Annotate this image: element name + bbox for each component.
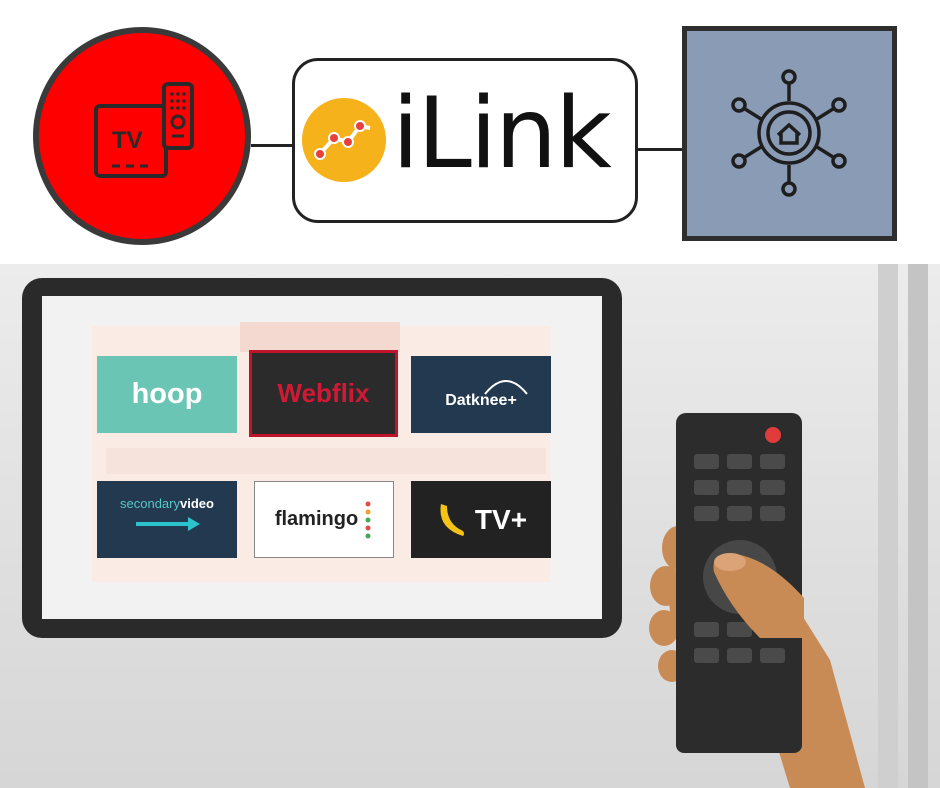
power-button[interactable] bbox=[765, 427, 781, 443]
app-tile-label: TV+ bbox=[474, 503, 528, 535]
app-tile-webflix[interactable]: Webflix bbox=[249, 350, 398, 437]
remote-button[interactable] bbox=[694, 506, 719, 521]
app-tile-label-row: secondaryvideo bbox=[120, 496, 214, 511]
remote-button[interactable] bbox=[760, 454, 785, 469]
remote-button[interactable] bbox=[727, 454, 752, 469]
remote-button[interactable] bbox=[694, 454, 719, 469]
wall-pillar bbox=[908, 264, 928, 788]
remote-button[interactable] bbox=[694, 622, 719, 637]
smart-home-hub-icon bbox=[731, 69, 847, 197]
app-tile-label: Webflix bbox=[277, 378, 370, 408]
thumb bbox=[713, 553, 804, 638]
tv-label: TV bbox=[112, 127, 143, 154]
app-tile-hoop[interactable]: hoop bbox=[97, 356, 237, 433]
dots-decoration-icon bbox=[365, 501, 371, 538]
connector-right bbox=[638, 148, 682, 151]
app-tile-label-part: video bbox=[180, 496, 214, 511]
connector-left bbox=[251, 144, 292, 147]
app-tile-flamingo[interactable]: flamingo bbox=[254, 481, 394, 558]
remote-button[interactable] bbox=[727, 648, 752, 663]
remote-button[interactable] bbox=[727, 506, 752, 521]
remote-button[interactable] bbox=[760, 480, 785, 495]
remote-button[interactable] bbox=[694, 480, 719, 495]
app-tile-label-part: secondary bbox=[120, 496, 180, 511]
wall-pillar bbox=[878, 264, 898, 788]
ilink-logo-icon bbox=[302, 98, 386, 182]
arrow-right-icon bbox=[136, 517, 200, 531]
remote-button[interactable] bbox=[727, 480, 752, 495]
app-tile-datknee[interactable]: Datknee+ bbox=[411, 356, 551, 433]
tv-device-node bbox=[33, 27, 251, 245]
ilink-brand-text: iLink bbox=[392, 77, 612, 191]
app-tile-secondary-video[interactable]: secondaryvideo bbox=[97, 481, 237, 558]
app-tile-label: flamingo bbox=[274, 508, 359, 530]
remote-button[interactable] bbox=[727, 622, 752, 637]
app-tile-label: Datknee+ bbox=[445, 391, 517, 409]
tv-box-remote-icon: TV bbox=[94, 82, 194, 178]
app-tile-label: hoop bbox=[131, 378, 203, 410]
remote-button[interactable] bbox=[760, 506, 785, 521]
banana-logo-icon bbox=[440, 503, 464, 536]
background-row bbox=[106, 448, 546, 474]
smart-home-node bbox=[682, 26, 897, 241]
background-banner bbox=[240, 322, 400, 352]
arc-decoration-icon bbox=[484, 380, 528, 395]
remote-button[interactable] bbox=[694, 648, 719, 663]
remote-button[interactable] bbox=[760, 648, 785, 663]
app-tile-tvplus[interactable]: TV+ bbox=[411, 481, 551, 558]
